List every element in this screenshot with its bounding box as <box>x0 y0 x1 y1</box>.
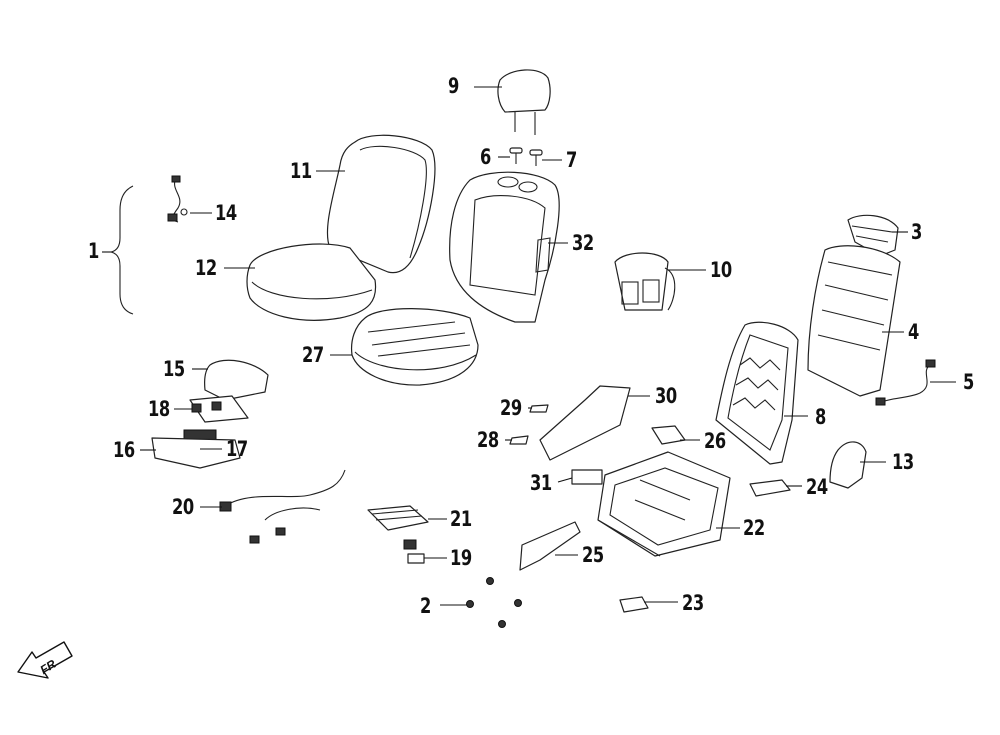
part-32-backrest-pad <box>449 171 560 323</box>
callout-2: 2 <box>420 594 431 618</box>
callout-3: 3 <box>911 220 922 244</box>
callout-4: 4 <box>908 320 919 344</box>
part-29-clip <box>529 404 549 413</box>
callout-20: 20 <box>172 495 194 519</box>
callout-32: 32 <box>572 231 594 255</box>
callout-30: 30 <box>655 384 677 408</box>
callout-11: 11 <box>290 159 312 183</box>
callout-18: 18 <box>148 397 170 421</box>
part-10-heater-module <box>614 252 676 311</box>
callout-8: 8 <box>815 405 826 429</box>
callout-19: 19 <box>450 546 472 570</box>
callout-31: 31 <box>530 471 552 495</box>
callout-21: 21 <box>450 507 472 531</box>
part-2-bolts <box>466 577 522 628</box>
part-23-cover <box>619 596 649 613</box>
callout-10: 10 <box>710 258 732 282</box>
part-16-side-panel <box>151 437 241 469</box>
callout-14: 14 <box>215 201 237 225</box>
part-18-bracket <box>189 395 249 423</box>
part-31-module <box>571 469 603 485</box>
callout-16: 16 <box>113 438 135 462</box>
part-8-backrest-frame <box>715 321 799 465</box>
callout-12: 12 <box>195 256 217 280</box>
callout-29: 29 <box>500 396 522 420</box>
bracket-group-1 <box>110 185 134 315</box>
callout-23: 23 <box>682 591 704 615</box>
part-28-clip <box>509 435 529 445</box>
callout-6: 6 <box>480 145 491 169</box>
front-direction-arrow-icon <box>17 641 73 679</box>
callout-28: 28 <box>477 428 499 452</box>
part-30-side-shield <box>539 385 631 461</box>
callout-26: 26 <box>704 429 726 453</box>
part-4-back-panel <box>807 245 901 397</box>
callout-25: 25 <box>582 543 604 567</box>
part-24-cover <box>749 479 791 497</box>
part-27-cushion-pad <box>350 308 479 386</box>
callout-5: 5 <box>963 370 974 394</box>
callout-22: 22 <box>743 516 765 540</box>
part-13-side-cover <box>829 441 867 489</box>
callout-13: 13 <box>892 450 914 474</box>
part-26-bracket <box>651 425 686 445</box>
part-5-harness <box>875 359 936 406</box>
part-19-connector <box>403 539 425 564</box>
part-7-guide <box>529 149 543 166</box>
callout-7: 7 <box>566 148 577 172</box>
part-21-heater-pad <box>367 505 429 531</box>
part-15-armrest <box>204 359 269 401</box>
callout-1: 1 <box>88 239 99 263</box>
part-9-headrest <box>497 69 551 135</box>
callout-15: 15 <box>163 357 185 381</box>
part-25-front-trim <box>519 521 581 571</box>
part-6-guide <box>509 147 523 164</box>
part-20-harness <box>219 469 346 544</box>
callout-27: 27 <box>302 343 324 367</box>
callout-17: 17 <box>226 437 248 461</box>
part-11-backrest-cover <box>326 134 436 274</box>
part-12-cushion-cover <box>246 243 377 321</box>
part-14-harness <box>167 175 188 223</box>
callout-24: 24 <box>806 475 828 499</box>
callout-9: 9 <box>448 74 459 98</box>
leader-lines <box>102 86 956 606</box>
part-22-seat-track <box>597 451 731 557</box>
